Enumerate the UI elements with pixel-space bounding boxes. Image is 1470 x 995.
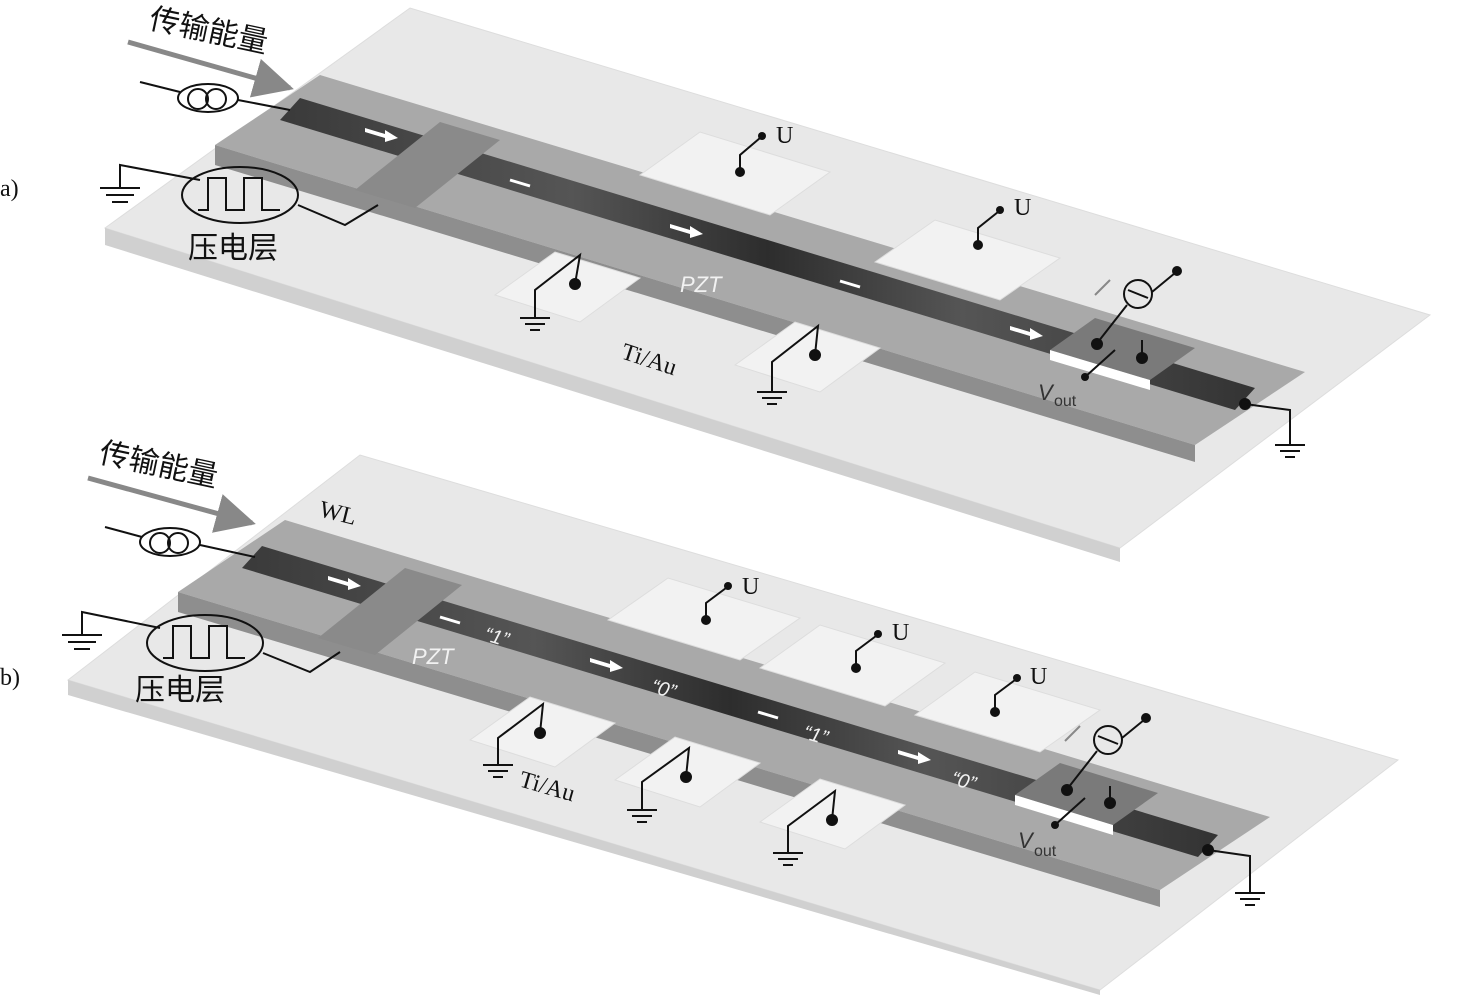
piezo-label: 压电层: [188, 231, 278, 266]
current-source-icon: [104, 526, 256, 558]
voltage-terminal: U: [973, 195, 1031, 250]
vout-label: V: [1018, 828, 1035, 853]
reader-block-edge: [1050, 350, 1150, 390]
output-source-icon: [1091, 266, 1182, 364]
electrode-pad: [913, 671, 1102, 753]
ground-icon: [100, 163, 201, 203]
energy-arrow: [127, 39, 294, 98]
reader-block: [1050, 318, 1195, 380]
current-source-icon: [139, 81, 291, 113]
ground-icon: [1202, 844, 1265, 906]
panel-label: b): [0, 665, 20, 691]
voltage-label: U: [776, 123, 793, 149]
wordline-bar: [355, 122, 500, 208]
substrate-edge: [105, 228, 1120, 562]
pulse-source-icon: [181, 166, 379, 227]
electrode-pad: [873, 219, 1062, 301]
ground-icon: [627, 745, 692, 823]
piezo-label: 压电层: [135, 673, 225, 708]
voltage-label: U: [892, 620, 909, 646]
vout-terminal: V out: [1018, 797, 1086, 860]
ground-icon: [757, 323, 821, 405]
electrode-pad: [493, 251, 642, 323]
voltage-label: U: [1014, 195, 1031, 221]
vout-label: V: [1038, 380, 1055, 405]
voltage-terminal: U: [701, 574, 759, 625]
pzt-label: PZT: [412, 644, 455, 669]
electrode-pad: [638, 131, 832, 216]
wordline-bar: [318, 568, 462, 655]
vout-subscript: out: [1034, 843, 1057, 860]
pzt-layer-edge: [215, 145, 1195, 462]
ground-icon: [520, 252, 582, 331]
reader-block: [1015, 763, 1158, 825]
voltage-terminal: U: [735, 123, 793, 177]
vout-terminal: V out: [1038, 349, 1116, 410]
pulse-source-icon: [146, 614, 341, 674]
vout-subscript: out: [1054, 393, 1077, 410]
voltage-label: U: [1030, 664, 1047, 690]
voltage-label: U: [742, 574, 759, 600]
domain-arrow: [365, 128, 1043, 340]
domain-arrow: [328, 576, 931, 764]
voltage-terminal: U: [851, 620, 909, 673]
substrate-edge: [68, 680, 1100, 995]
panel-a: a) PZT: [0, 2, 1432, 562]
ground-icon: [1239, 398, 1305, 458]
ground-icon: [483, 701, 546, 778]
voltage-terminal: U: [990, 664, 1047, 717]
energy-arrow: [87, 475, 256, 533]
magnetic-track: [242, 546, 1218, 857]
magnetic-track: [280, 98, 1255, 410]
pzt-label: PZT: [680, 272, 723, 297]
output-source-icon: [1061, 713, 1151, 809]
ground-icon: [773, 788, 838, 866]
reader-block-edge: [1015, 795, 1113, 835]
ground-icon: [62, 610, 161, 650]
panel-b: b) PZT “1” “0” “1” “0” U: [0, 436, 1400, 995]
panel-label: a): [0, 176, 19, 202]
